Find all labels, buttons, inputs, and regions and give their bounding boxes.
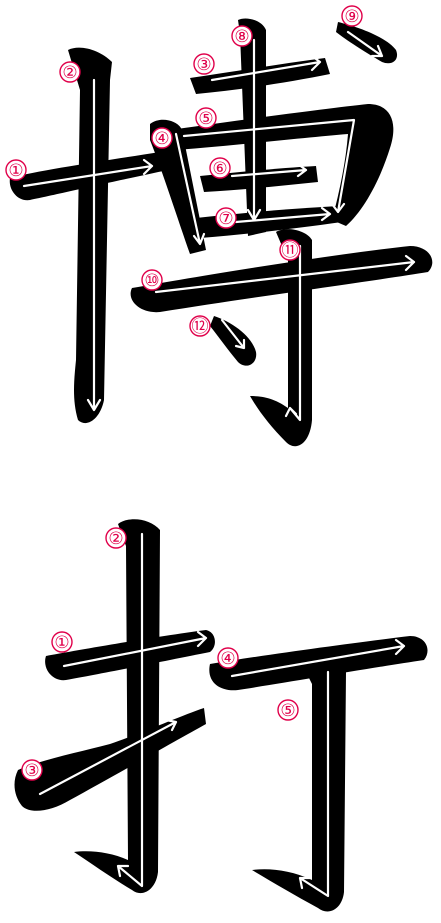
da-ink-strokes: [14, 519, 428, 912]
svg-text:⑤: ⑤: [198, 109, 213, 129]
character-bo: ① ② ③ ④ ⑤ ⑥ ⑦ ⑧ ⑨ ⑩ ⑪ ⑫: [5, 5, 433, 447]
svg-text:⑨: ⑨: [344, 7, 359, 27]
bo-arrow-6: [230, 162, 308, 178]
bo-arrow-8: [246, 38, 262, 222]
svg-text:③: ③: [196, 55, 211, 75]
bo-arrow-9: [346, 30, 384, 58]
bo-guide-arrows: [22, 30, 416, 422]
svg-text:⑧: ⑧: [234, 27, 249, 47]
bo-arrow-10: [154, 254, 416, 294]
svg-text:⑤: ⑤: [280, 701, 295, 721]
bo-arrow-7: [234, 206, 332, 224]
bo-label-7: ⑦: [215, 207, 237, 229]
bo-stroke-4: [150, 119, 206, 254]
svg-text:⑫: ⑫: [192, 317, 209, 337]
bo-label-5: ⑤: [195, 107, 217, 129]
svg-text:④: ④: [154, 129, 169, 149]
svg-text:⑥: ⑥: [212, 159, 227, 179]
bo-label-4: ④: [151, 127, 173, 149]
svg-text:④: ④: [220, 649, 235, 669]
da-label-4: ④: [217, 647, 239, 669]
svg-text:①: ①: [54, 633, 69, 653]
bo-arrow-1: [22, 158, 154, 188]
svg-text:⑪: ⑪: [282, 241, 299, 261]
da-label-2: ②: [105, 527, 127, 549]
bo-stroke-9: [336, 22, 398, 64]
da-arrow-1: [62, 630, 208, 668]
svg-text:③: ③: [24, 761, 39, 781]
bo-stroke-7: [196, 206, 342, 238]
bo-arrow-3: [210, 54, 322, 82]
da-label-1: ①: [51, 631, 73, 653]
svg-text:①: ①: [8, 161, 23, 181]
bo-label-1: ①: [5, 159, 27, 181]
da-stroke-5: [252, 658, 346, 912]
bo-label-9: ⑨: [341, 5, 363, 27]
da-stroke-3: [14, 708, 206, 811]
bo-label-12: ⑫: [189, 315, 211, 337]
bo-arrow-5: [182, 118, 356, 214]
bo-label-3: ③: [193, 53, 215, 75]
bo-arrow-11: [284, 244, 302, 422]
bo-label-6: ⑥: [209, 157, 231, 179]
bo-stroke-11: [250, 229, 312, 447]
da-guide-arrows: [38, 532, 406, 898]
da-number-labels: ① ② ③ ④ ⑤: [21, 527, 299, 781]
bo-stroke-5: [170, 104, 394, 226]
da-label-5: ⑤: [277, 699, 299, 721]
da-arrow-3: [38, 718, 178, 796]
da-arrow-4: [230, 638, 406, 678]
bo-number-labels: ① ② ③ ④ ⑤ ⑥ ⑦ ⑧ ⑨ ⑩ ⑪ ⑫: [5, 5, 363, 337]
svg-text:⑦: ⑦: [218, 209, 233, 229]
da-arrow-5: [298, 670, 330, 898]
character-da: ① ② ③ ④ ⑤: [14, 519, 428, 912]
svg-text:⑩: ⑩: [144, 271, 159, 291]
da-label-3: ③: [21, 759, 43, 781]
bo-label-11: ⑪: [279, 239, 301, 261]
bo-label-8: ⑧: [231, 25, 253, 47]
bo-stroke-10: [130, 246, 433, 313]
da-arrow-2: [116, 532, 144, 888]
svg-text:②: ②: [108, 529, 123, 549]
da-stroke-2: [74, 519, 160, 894]
bo-stroke-2: [68, 47, 112, 424]
bo-label-2: ②: [59, 61, 81, 83]
bo-arrow-12: [220, 318, 246, 350]
bo-arrow-2: [86, 78, 102, 412]
bo-arrow-4: [174, 132, 206, 246]
svg-text:②: ②: [62, 63, 77, 83]
bo-label-10: ⑩: [141, 269, 163, 291]
bo-stroke-12: [210, 316, 257, 366]
